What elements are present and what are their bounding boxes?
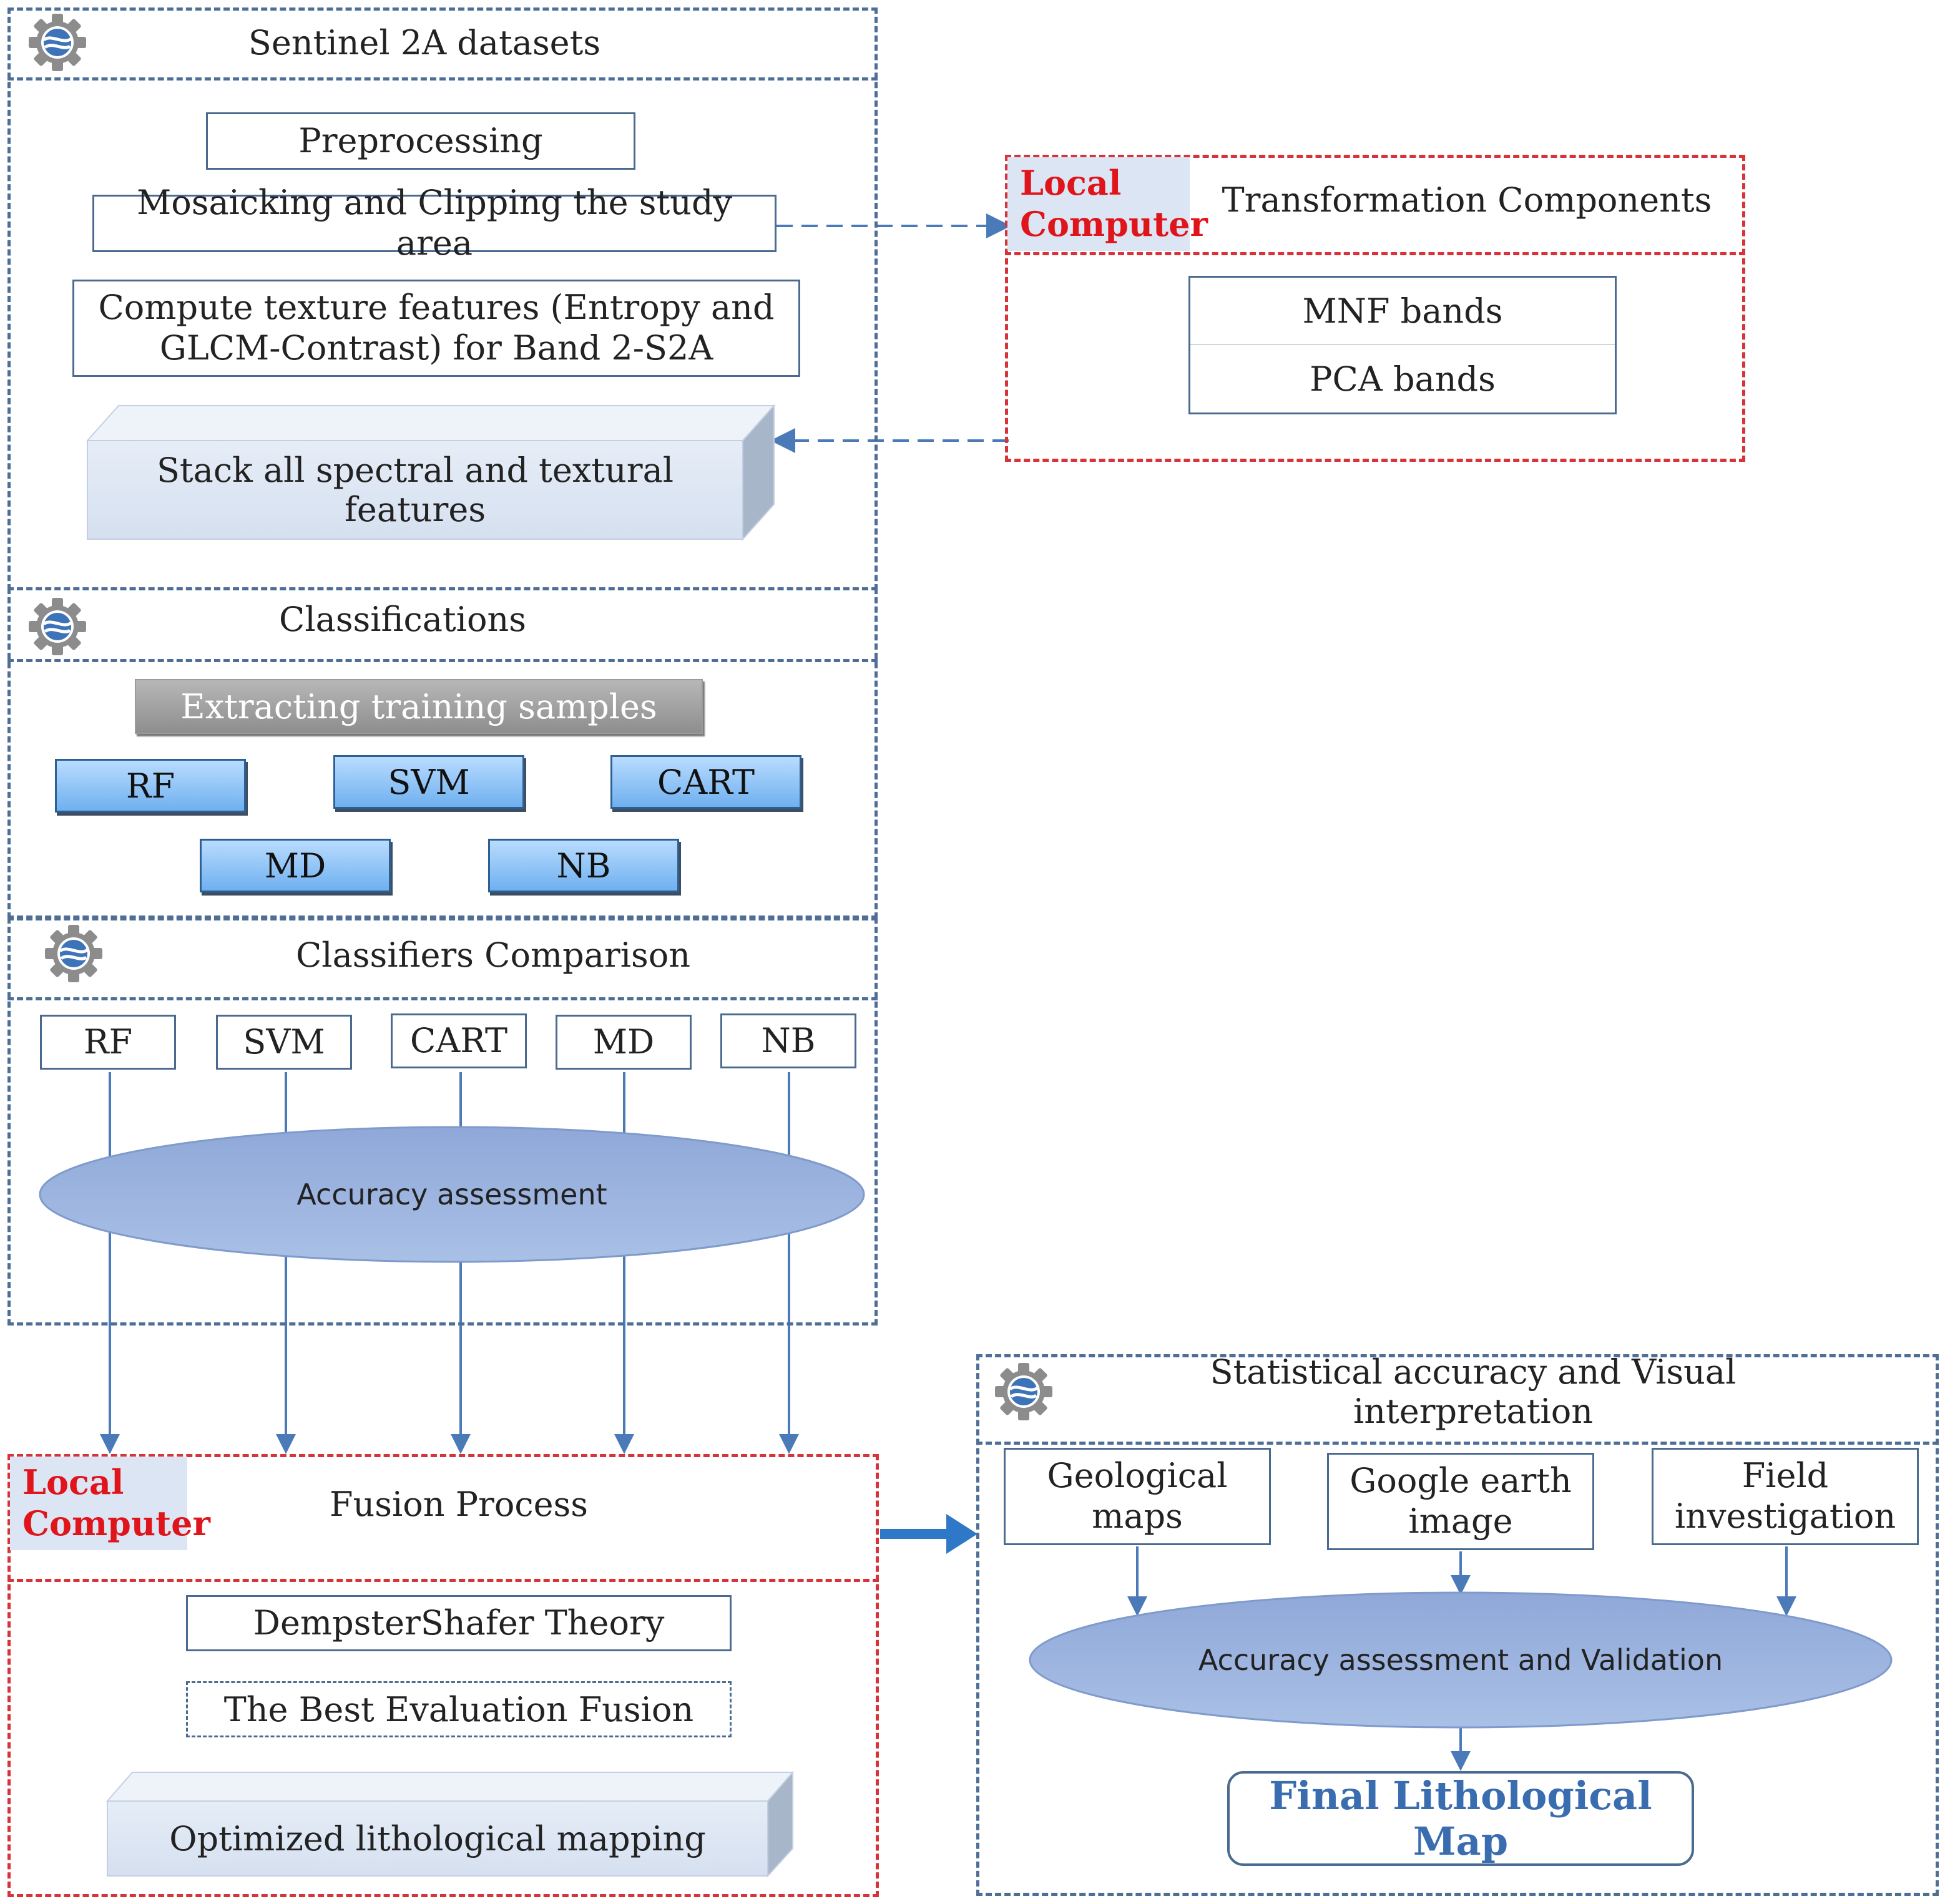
validation-assessment-label: Accuracy assessment and Validation bbox=[1198, 1643, 1723, 1677]
mosaicking-box: Mosaicking and Clipping the study area bbox=[92, 183, 777, 263]
fusion-title: Fusion Process bbox=[330, 1484, 588, 1524]
fusion-to-validation-arrow bbox=[880, 1514, 977, 1554]
geological-maps-box: Geological maps bbox=[1004, 1448, 1271, 1545]
classifier-svm: SVM bbox=[333, 755, 524, 809]
google-earth-line1: Google earth bbox=[1350, 1461, 1572, 1501]
local-computer-line2: Computer bbox=[22, 1503, 210, 1543]
sentinel-section-frame bbox=[7, 7, 878, 590]
validation-header-divider bbox=[976, 1442, 1939, 1445]
optimized-mapping-label: Optimized lithological mapping bbox=[169, 1819, 706, 1858]
geological-maps-line1: Geological bbox=[1047, 1456, 1228, 1496]
stack-features-label: Stack all spectral and textural features bbox=[156, 451, 674, 529]
field-investigation-box: Field investigation bbox=[1652, 1448, 1919, 1545]
preprocessing-box: Preprocessing bbox=[206, 112, 635, 170]
pca-bands-label: PCA bands bbox=[1310, 359, 1496, 399]
field-investigation-line1: Field bbox=[1742, 1456, 1829, 1496]
optimized-mapping-slab bbox=[105, 1770, 795, 1878]
classifications-title: Classifications bbox=[279, 599, 526, 639]
best-evaluation-fusion-box: The Best Evaluation Fusion bbox=[186, 1681, 732, 1737]
classifier-cart: CART bbox=[610, 755, 801, 809]
fusion-header-divider bbox=[7, 1579, 879, 1582]
classifications-header-divider bbox=[7, 659, 878, 662]
final-lithological-map: Final Lithological Map bbox=[1227, 1771, 1694, 1866]
validation-source-lines bbox=[1127, 1546, 1796, 1771]
compare-svm-box: SVM bbox=[216, 1015, 352, 1070]
validation-title: Statistical accuracy and Visual interpre… bbox=[1210, 1352, 1737, 1431]
local-computer-line2: Computer bbox=[1020, 204, 1208, 244]
local-computer-line1: Local bbox=[1020, 163, 1122, 203]
classifier-rf: RF bbox=[55, 759, 246, 813]
accuracy-assessment-ellipse bbox=[39, 1126, 865, 1263]
extracting-training-samples: Extracting training samples bbox=[135, 679, 703, 734]
classifications-section-frame bbox=[7, 588, 878, 919]
compare-cart-box: CART bbox=[391, 1013, 527, 1068]
mnf-bands-label: MNF bands bbox=[1190, 278, 1615, 345]
dempster-shafer-box: DempsterShafer Theory bbox=[186, 1595, 732, 1651]
sentinel-title: Sentinel 2A datasets bbox=[248, 22, 601, 62]
sentinel-header-divider bbox=[7, 77, 878, 81]
texture-features-line1: Compute texture features (Entropy and bbox=[98, 288, 775, 328]
local-computer-label: Local Computer bbox=[1007, 157, 1208, 251]
comparison-header-divider bbox=[7, 997, 878, 1000]
compare-rf-box: RF bbox=[40, 1015, 176, 1070]
stack-features-slab bbox=[86, 404, 776, 541]
field-investigation-line2: investigation bbox=[1674, 1496, 1896, 1536]
local-computer-label: Local Computer bbox=[10, 1457, 210, 1550]
comparison-section-frame bbox=[7, 917, 878, 1325]
fusion-section-frame bbox=[7, 1454, 879, 1897]
validation-section-frame bbox=[976, 1354, 1939, 1896]
transformation-title: Transformation Components bbox=[1222, 180, 1712, 220]
google-earth-line2: image bbox=[1408, 1501, 1513, 1541]
transformation-section-frame bbox=[1005, 155, 1745, 462]
google-earth-image-box: Google earth image bbox=[1327, 1453, 1594, 1550]
classifier-md: MD bbox=[200, 839, 391, 892]
validation-ellipse bbox=[1029, 1591, 1893, 1729]
compare-md-box: MD bbox=[556, 1015, 692, 1070]
bands-box: MNF bands PCA bands bbox=[1188, 276, 1617, 414]
texture-features-box: Compute texture features (Entropy and GL… bbox=[72, 280, 800, 377]
texture-features-line2: GLCM-Contrast) for Band 2-S2A bbox=[159, 328, 713, 368]
classifier-nb: NB bbox=[488, 839, 679, 892]
comparison-title: Classifiers Comparison bbox=[295, 935, 691, 975]
transformation-header-divider bbox=[1005, 252, 1745, 255]
local-computer-line1: Local bbox=[22, 1462, 124, 1503]
geological-maps-line2: maps bbox=[1092, 1496, 1183, 1536]
accuracy-assessment-label: Accuracy assessment bbox=[296, 1178, 607, 1211]
compare-nb-box: NB bbox=[720, 1013, 856, 1068]
